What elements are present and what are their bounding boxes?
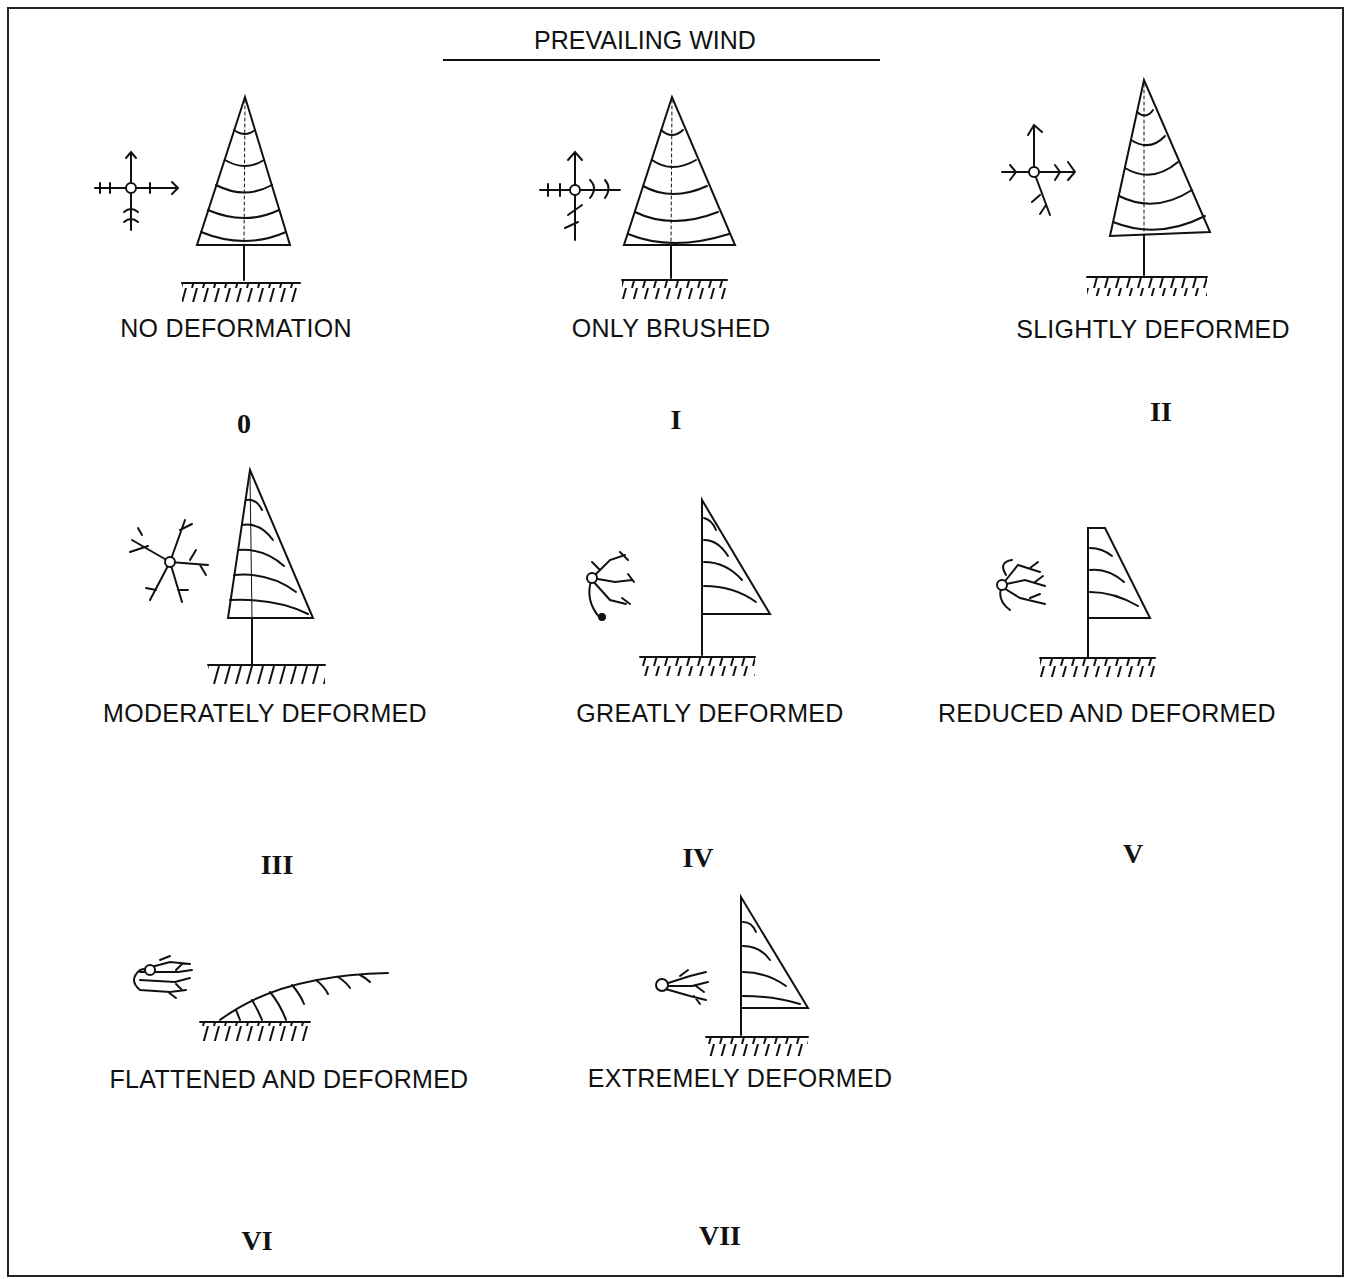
frame <box>8 8 1343 1276</box>
deformation-label: ONLY BRUSHED <box>572 315 771 343</box>
deformation-label: REDUCED AND DEFORMED <box>938 700 1276 728</box>
deformation-label: FLATTENED AND DEFORMED <box>110 1066 469 1094</box>
tree-class-vii <box>656 897 808 1056</box>
class-numeral: II <box>1150 397 1172 428</box>
wind-direction-line <box>443 59 880 61</box>
class-numeral: V <box>1123 839 1143 870</box>
tree-class-iii <box>130 470 325 684</box>
deformation-label: EXTREMELY DEFORMED <box>588 1065 893 1093</box>
class-numeral: 0 <box>237 409 251 440</box>
tree-class-v <box>997 528 1155 677</box>
class-numeral: I <box>671 405 682 436</box>
deformation-label: NO DEFORMATION <box>120 315 352 343</box>
deformation-label: SLIGHTLY DEFORMED <box>1016 316 1290 344</box>
class-numeral: VI <box>241 1226 272 1257</box>
class-numeral: III <box>261 850 294 881</box>
tree-class-0 <box>95 97 300 302</box>
tree-class-ii <box>1002 80 1210 296</box>
deformation-label: GREATLY DEFORMED <box>576 700 843 728</box>
deformation-label: MODERATELY DEFORMED <box>103 700 427 728</box>
tree-class-iv <box>587 500 770 676</box>
class-numeral: IV <box>682 843 713 874</box>
tree-class-i <box>540 97 735 299</box>
class-numeral: VII <box>699 1221 741 1252</box>
diagram-title: PREVAILING WIND <box>534 27 756 55</box>
tree-class-vi <box>134 956 388 1041</box>
